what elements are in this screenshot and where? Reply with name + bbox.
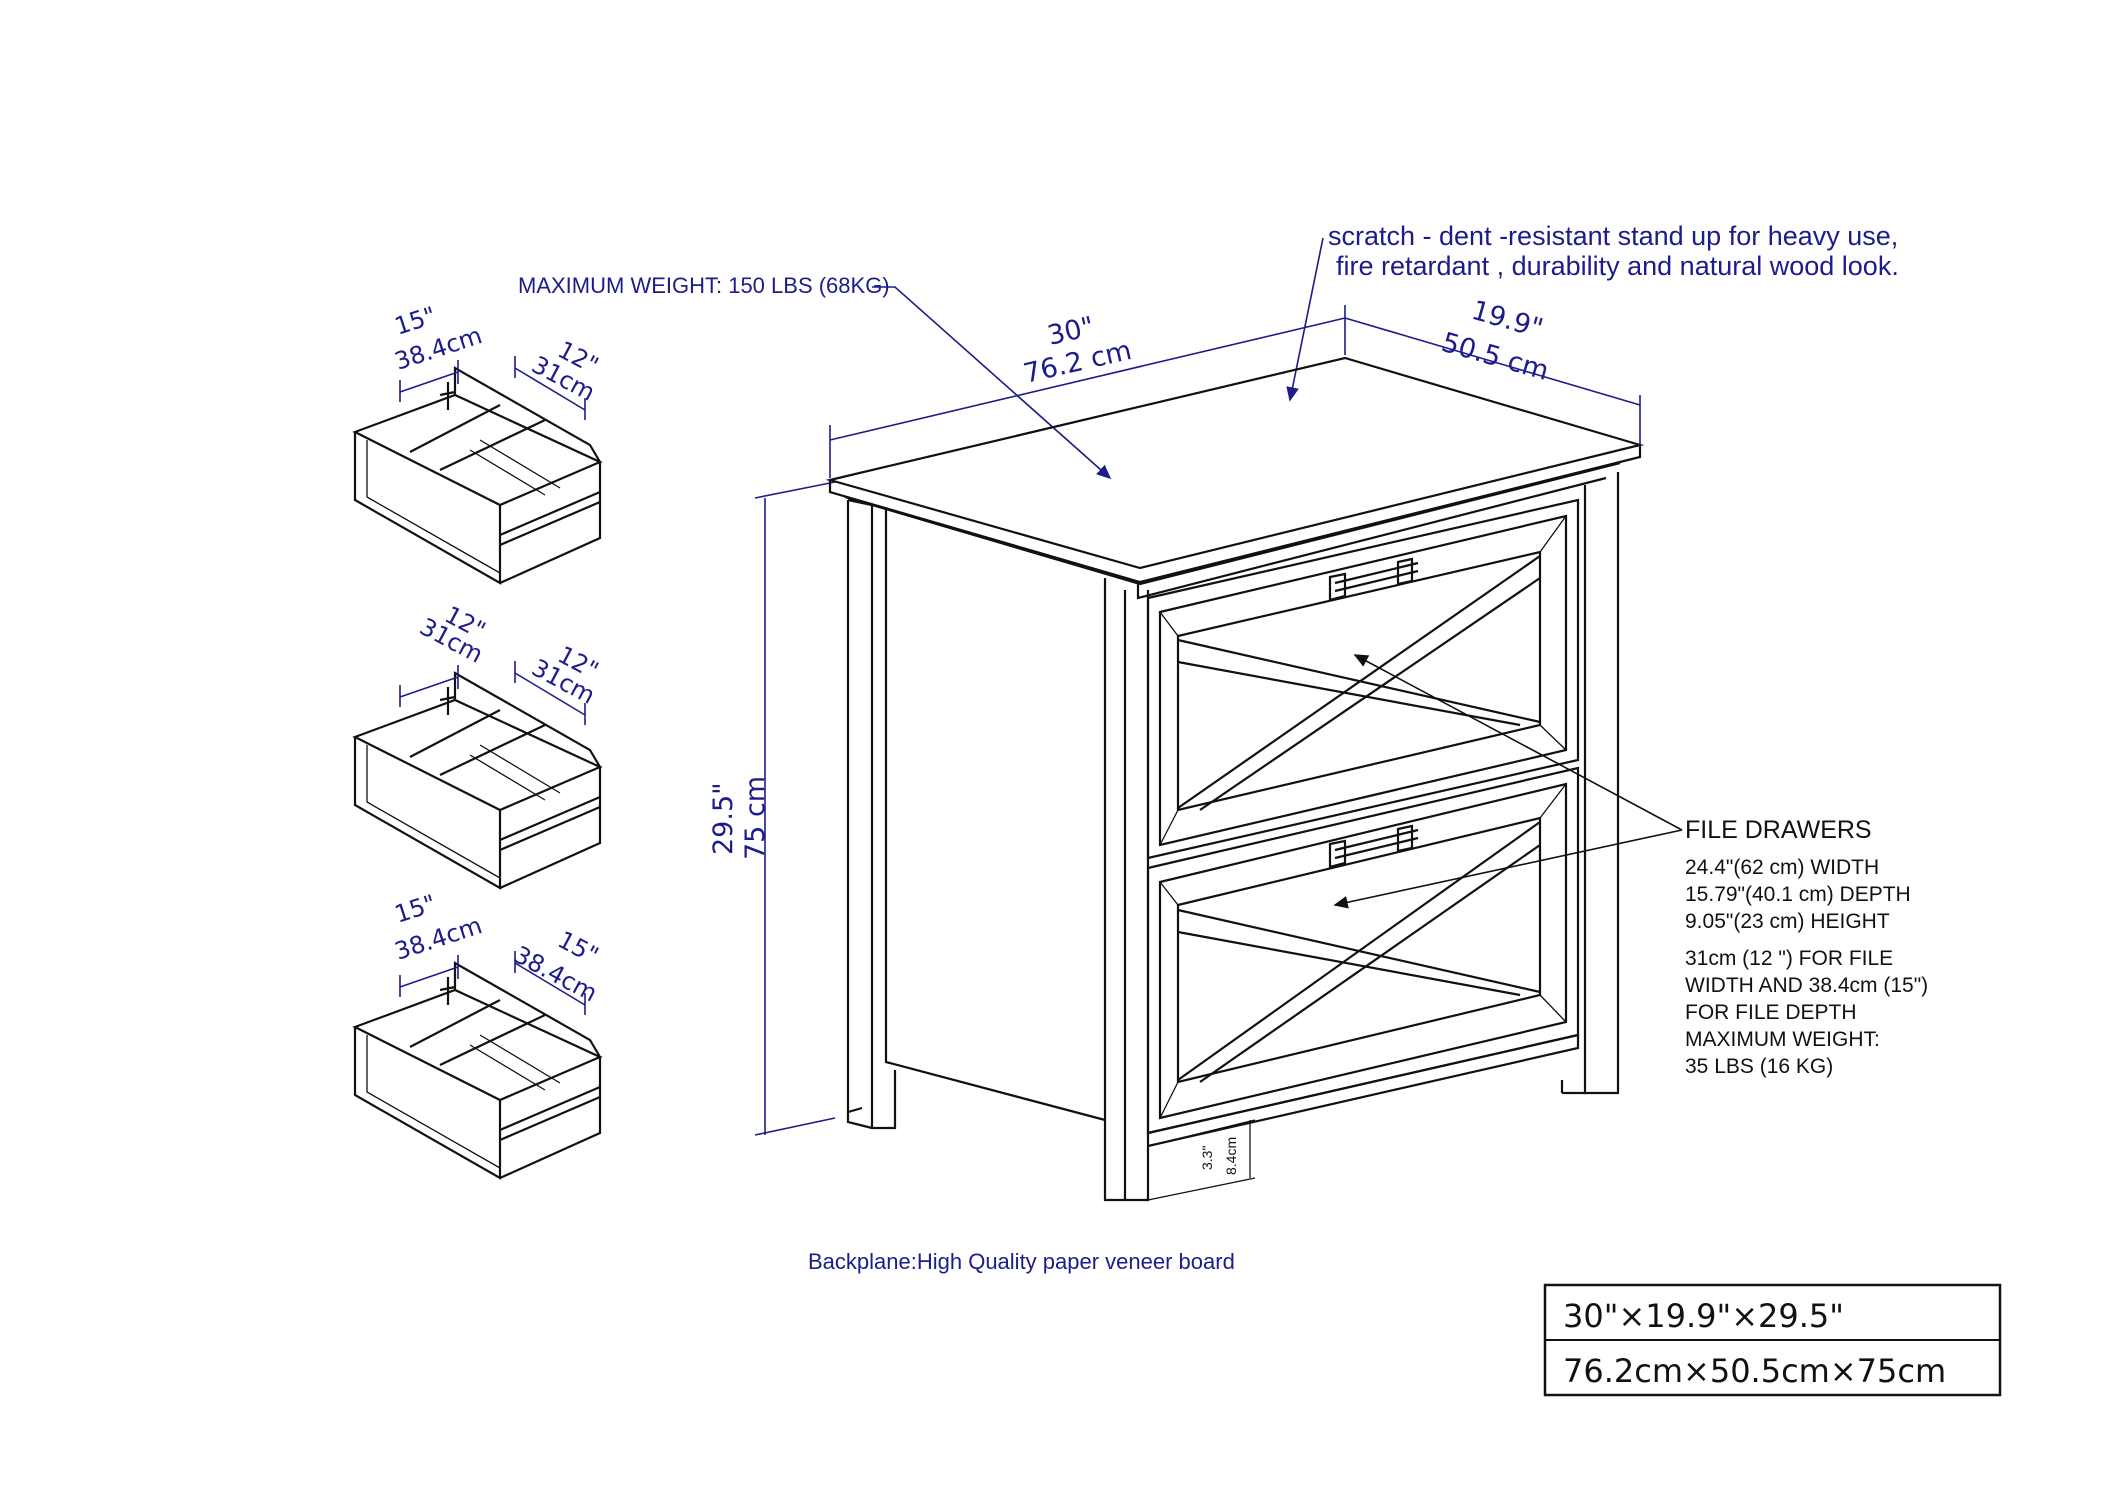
spec-line-6: FOR FILE DEPTH [1685,1001,1857,1024]
spec-line-1: 24.4"(62 cm) WIDTH [1685,856,1879,879]
drawer-top-rim [352,988,603,1102]
drawer-cross-bar [469,439,561,496]
drawer-rail [499,490,601,547]
height-inches-label: 29.5" [708,782,739,855]
drawer-right-face [499,767,602,890]
drawer-inner-edge [366,745,501,879]
file-drawers-callout: FILE DRAWERS 24.4"(62 cm) WIDTH 15.79"(4… [1333,654,1928,1078]
spec-line-5: WIDTH AND 38.4cm (15") [1685,974,1928,997]
drawer-dim-right [514,951,586,1015]
drawer-inset-bottom: 15" 38.4cm 15" 38.4cm [352,889,603,1180]
backplane-note: Backplane:High Quality paper veneer boar… [808,1249,1235,1274]
spec-line-3: 9.05"(23 cm) HEIGHT [1685,910,1890,933]
finish-note-line2: fire retardant , durability and natural … [1336,251,1899,281]
drawer-hanger-slot [439,977,456,1005]
drawer-dim-right [514,356,586,420]
drawer-dim-left [399,955,459,997]
drawer-right-face [499,462,602,585]
drawer-top-rim [352,698,603,812]
drawer-right-face [499,1057,602,1180]
drawer-inset-middle: 12" 31cm 12" 31cm [352,601,603,890]
cabinet-drawing [825,356,1645,1202]
finish-note-line1: scratch - dent -resistant stand up for h… [1328,221,1898,251]
spec-line-4: 31cm (12 ") FOR FILE [1685,947,1893,970]
height-cm-label: 75 cm [740,776,771,860]
width-dimension: 30" 76.2 cm [829,305,1346,478]
max-weight-note: MAXIMUM WEIGHT: 150 LBS (68KG) [518,273,890,298]
drawer-cross-bar [469,1034,561,1091]
drawer-back-panel [453,671,601,768]
drawer-divider-bars [409,999,546,1066]
height-dimension: 29.5" 75 cm [708,481,836,1136]
max-weight-leader [872,286,1112,480]
leg-cm-label: 8.4cm [1223,1137,1239,1175]
overall-size-table: 30"×19.9"×29.5" 76.2cm×50.5cm×75cm [1543,1283,2002,1397]
inset-left-inches: 15" [391,889,439,928]
drawer-back-panel [453,961,601,1058]
drawer-divider-bars [409,404,546,471]
size-metric: 76.2cm×50.5cm×75cm [1563,1352,1946,1390]
leg-inches-label: 3.3" [1199,1146,1215,1170]
size-imperial: 30"×19.9"×29.5" [1563,1297,1844,1335]
drawer-rail [499,795,601,852]
drawer-divider-bars [409,709,546,776]
drawer-inner-edge [366,1035,501,1169]
spec-line-8: 35 LBS (16 KG) [1685,1055,1833,1078]
drawer-hanger-slot [439,382,456,410]
spec-line-7: MAXIMUM WEIGHT: [1685,1028,1880,1051]
drawer-dim-left [399,360,459,402]
file-drawers-heading: FILE DRAWERS [1685,816,1872,844]
leg-height-dimension: 3.3" 8.4cm [1147,1119,1256,1201]
drawer-hanger-slot [439,687,456,715]
drawer-dim-right [514,661,586,725]
drawer-top-rim [352,393,603,507]
drawer-inset-top: 15" 38.4cm 12" 31cm [352,301,603,585]
drawer-cross-bar [469,744,561,801]
drawer-rail [499,1085,601,1142]
drawer-inner-edge [366,440,501,574]
spec-line-2: 15.79"(40.1 cm) DEPTH [1685,883,1911,906]
drawer-back-panel [453,366,601,463]
drawer-dim-left [399,665,459,707]
finish-note-leader [1286,237,1324,402]
